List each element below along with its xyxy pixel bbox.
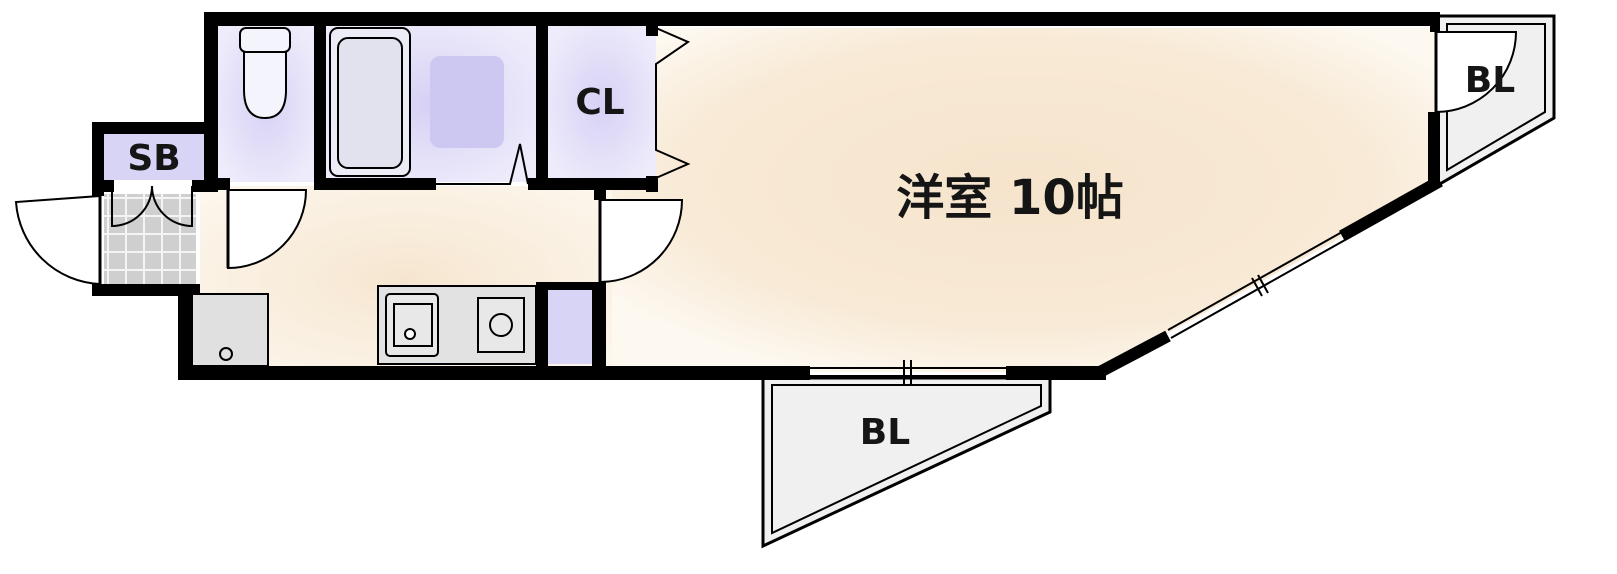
balcony-door [1435, 31, 1518, 114]
bathtub-icon [329, 27, 411, 177]
stove-icon [477, 297, 525, 353]
washbasin [430, 56, 504, 148]
entrance-tile-floor [104, 194, 196, 284]
diagonal-wall [1095, 330, 1171, 379]
western-room-floor [612, 28, 1436, 372]
closet-floor [548, 26, 656, 182]
walls [92, 12, 1440, 380]
shoe-box-door-right [151, 185, 193, 228]
balcony-top-right-label: BL [1465, 60, 1515, 101]
balcony-bottom-label: BL [860, 412, 910, 453]
closet-folding-door [655, 27, 691, 179]
doors [14, 31, 1518, 286]
closet-label: CL [575, 82, 624, 123]
diagonal-window [1167, 231, 1346, 339]
bathroom-folding-door [436, 143, 529, 185]
bottom-window [810, 360, 1006, 384]
room-door [599, 199, 684, 284]
western-room-label: 洋室 10帖 [896, 170, 1124, 226]
toilet-icon [239, 27, 291, 120]
entrance-door [14, 194, 101, 286]
shoe-box-door-left [111, 185, 153, 228]
shoe-box-label: SB [127, 138, 180, 179]
shoe-box-floor [104, 134, 204, 180]
washing-machine-icon [191, 293, 269, 367]
balcony-bottom [761, 376, 1052, 549]
toilet-door [227, 189, 308, 270]
sink-icon [385, 293, 439, 357]
